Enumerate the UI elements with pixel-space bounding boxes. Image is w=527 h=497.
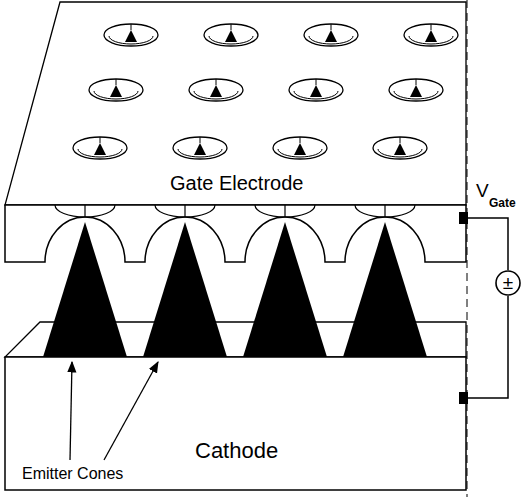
voltage-source: ± <box>495 270 521 296</box>
voltage-subscript: Gate <box>489 197 516 210</box>
node-text: ± <box>503 273 513 294</box>
leader-arrow <box>70 362 72 460</box>
leader-arrow <box>104 362 158 460</box>
node-text: Gate Electrode <box>170 172 303 194</box>
part-label: Emitter Cones <box>22 465 123 483</box>
cut-plane-dashed-line <box>467 0 468 497</box>
cathode-front <box>5 357 466 490</box>
wire <box>466 218 508 270</box>
cathode-block: Cathode <box>5 322 466 490</box>
front-hole-edges <box>55 205 415 217</box>
gate-holes <box>73 24 458 159</box>
source-circle <box>496 271 520 295</box>
gate-electrode: Gate Electrode <box>5 2 466 262</box>
wire <box>466 296 508 398</box>
gate-plate-top <box>5 2 466 205</box>
gate-plate-front <box>5 205 466 262</box>
voltage-symbol: V <box>476 181 489 202</box>
node-text: Cathode <box>195 439 278 463</box>
